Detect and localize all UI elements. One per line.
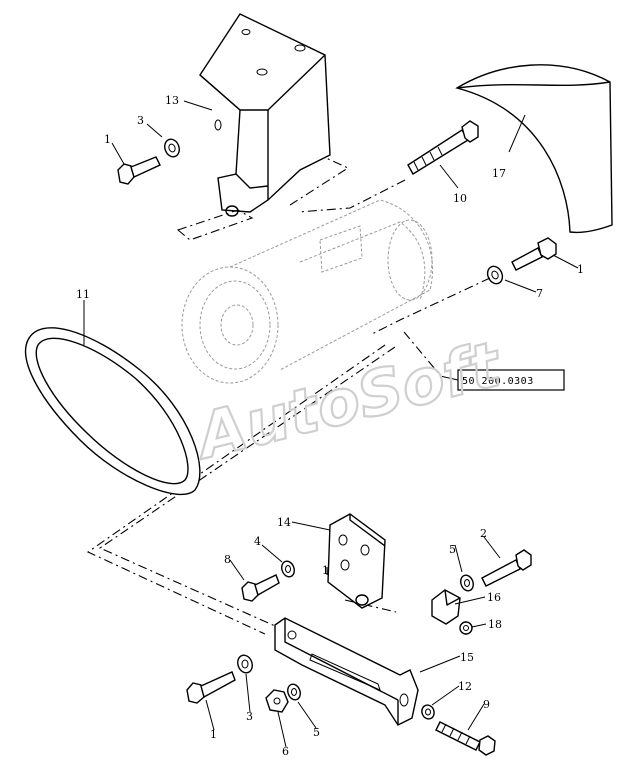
- clip-16: [431, 589, 461, 625]
- bolt-9: [435, 721, 496, 756]
- reference-box[interactable]: 50.200.0303: [439, 369, 565, 391]
- callout-8: 8: [224, 553, 231, 566]
- callout-3-upper: 3: [137, 114, 144, 127]
- callout-1-right: 1: [577, 263, 584, 276]
- callout-18: 18: [488, 618, 502, 631]
- washer-4: [281, 560, 295, 578]
- callout-5-lower: 5: [313, 726, 320, 739]
- callout-9: 9: [483, 698, 490, 711]
- washer-3-lower: [237, 654, 253, 674]
- callout-14: 14: [277, 516, 291, 529]
- callout-4: 4: [254, 535, 261, 548]
- washer-3-upper: [164, 138, 180, 158]
- reference-code: 50.200.0303: [462, 376, 534, 387]
- shield-17: [455, 64, 613, 234]
- compressor-ghost: [181, 199, 434, 384]
- callout-1-upper: 1: [104, 133, 111, 146]
- bracket-13: [199, 13, 331, 217]
- spacer-block-14: [327, 513, 386, 609]
- washer-12: [421, 704, 435, 720]
- callout-1-spacer: 1: [322, 564, 329, 577]
- bracket-15: [274, 617, 419, 726]
- nut-18: [459, 621, 473, 635]
- belt-11: [24, 327, 201, 495]
- callout-5-upper: 5: [449, 543, 456, 556]
- washer-5-lower: [287, 683, 301, 701]
- callout-10: 10: [453, 192, 467, 205]
- bolt-1-upper: [117, 156, 161, 185]
- callout-1-lower: 1: [210, 728, 217, 741]
- bolt-10: [407, 120, 479, 175]
- callout-3-lower: 3: [246, 710, 253, 723]
- watermark-text: AutoSoft: [186, 327, 510, 474]
- callout-15: 15: [460, 651, 474, 664]
- callout-16: 16: [487, 591, 501, 604]
- callout-7: 7: [536, 287, 543, 300]
- callout-12: 12: [458, 680, 472, 693]
- nut-6: [265, 689, 289, 713]
- bolt-2: [481, 549, 532, 587]
- callout-17: 17: [492, 167, 506, 180]
- callout-13: 13: [165, 94, 179, 107]
- callout-6: 6: [282, 745, 289, 758]
- callout-2: 2: [480, 527, 487, 540]
- callout-labels: 13 3 1 17 10 1 7 11 14 4 8 1 2 5 16 18 1…: [76, 94, 584, 758]
- callout-11: 11: [76, 288, 90, 301]
- bolt-1-right: [511, 237, 557, 271]
- washer-7: [486, 265, 504, 285]
- washer-5-upper: [460, 574, 474, 592]
- bolt-8: [241, 574, 280, 602]
- bolt-1-lower: [186, 671, 236, 704]
- callout-leaders: [83, 100, 579, 748]
